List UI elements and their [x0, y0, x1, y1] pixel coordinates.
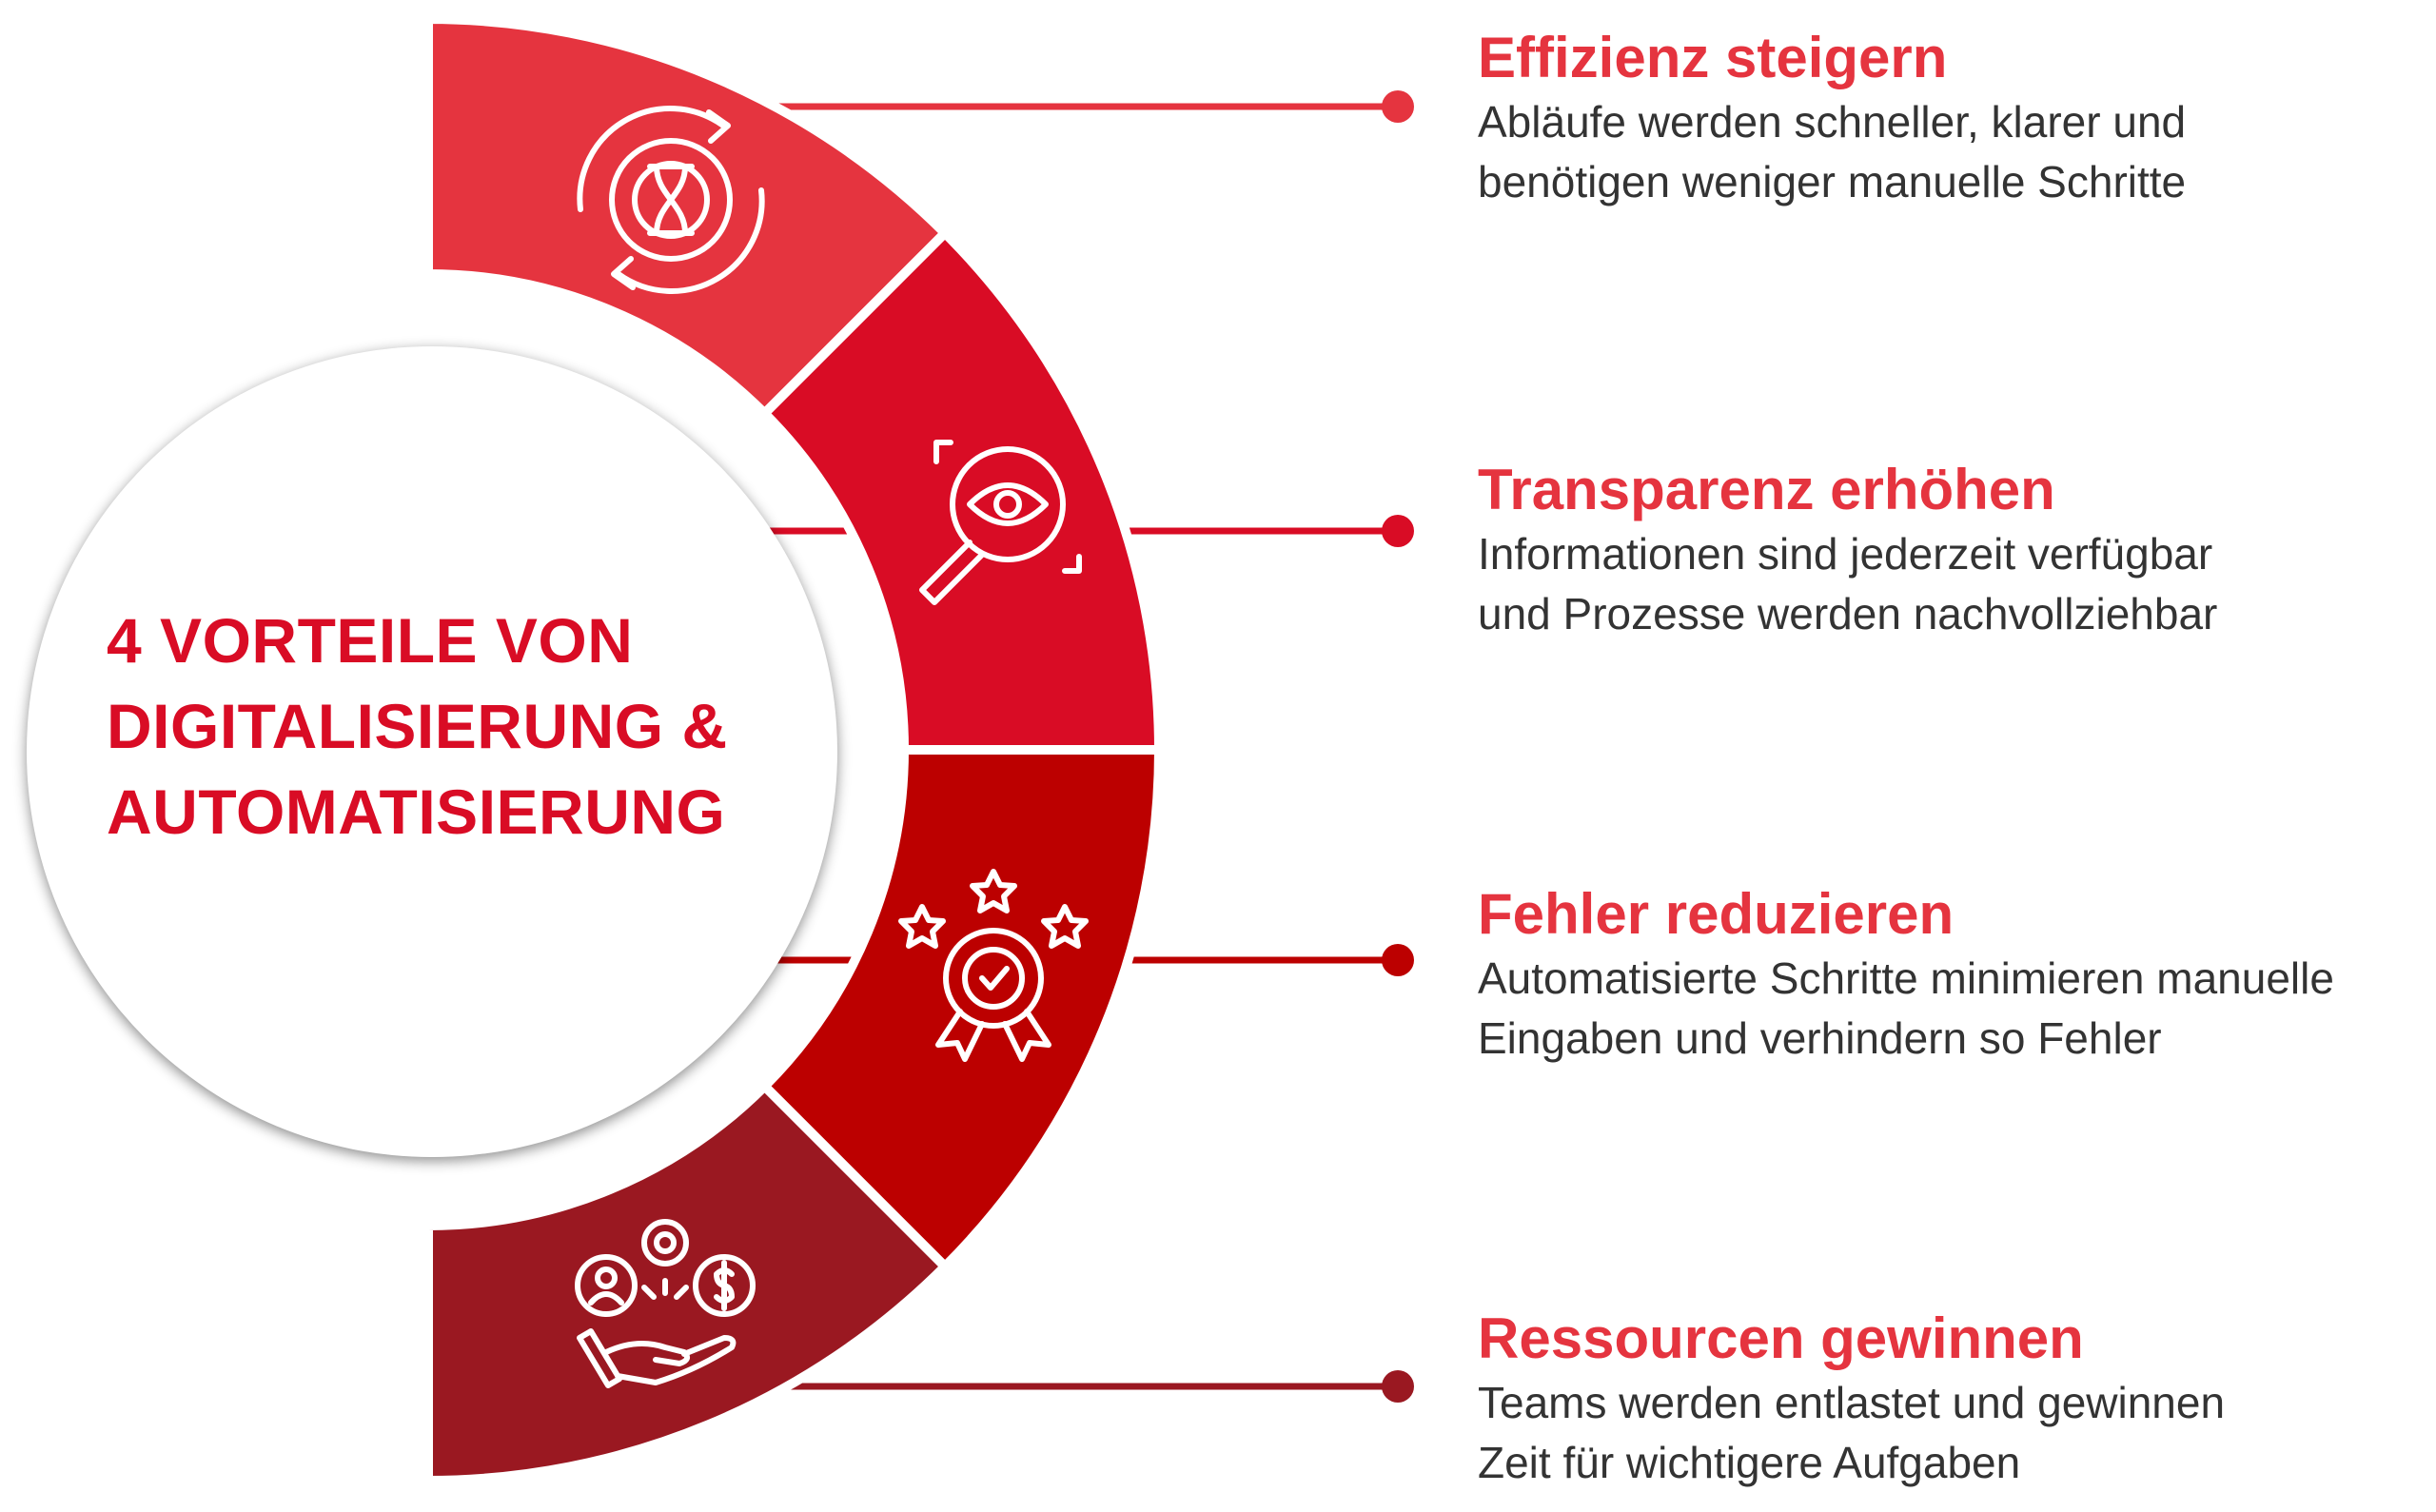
description-line: und Prozesse werden nachvollziehbar [1478, 589, 2218, 638]
hand-resources-icon [575, 1219, 756, 1388]
benefit-errors: Fehler reduzieren Automatisierte Schritt… [1478, 880, 2334, 1069]
benefit-description: Automatisierte Schritte minimieren manue… [1478, 949, 2334, 1069]
ring-segment-transparency [757, 226, 1165, 755]
description-line: Automatisierte Schritte minimieren manue… [1478, 953, 2334, 1003]
ring-segment-efficiency [423, 13, 953, 421]
ring-segment-resources [423, 1079, 953, 1486]
center-title: 4 VORTEILE VON DIGITALISIERUNG & AUTOMAT… [107, 598, 728, 854]
ring-segment-errors [757, 745, 1165, 1274]
title-line: AUTOMATISIERUNG [107, 776, 726, 847]
connector-dot [1382, 944, 1414, 976]
benefit-heading: Fehler reduzieren [1478, 882, 1955, 946]
description-line: Teams werden entlastet und gewinnen [1478, 1378, 2226, 1427]
connector-dot [1382, 515, 1414, 547]
description-line: Zeit für wichtigere Aufgaben [1478, 1438, 2021, 1487]
gear-hourglass-cycle-icon [577, 106, 765, 294]
benefit-description: Informationen sind jederzeit verfügbar un… [1478, 524, 2217, 644]
benefit-efficiency: Effizienz steigern Abläufe werden schnel… [1478, 24, 2186, 212]
benefit-heading: Transparenz erhöhen [1478, 458, 2055, 521]
center-circle [27, 346, 837, 1157]
connector-dot [1382, 1370, 1414, 1403]
benefit-heading: Effizienz steigern [1478, 26, 1948, 89]
benefit-resources: Ressourcen gewinnen Teams werden entlast… [1478, 1305, 2225, 1493]
description-line: benötigen weniger manuelle Schritte [1478, 157, 2187, 206]
description-line: Abläufe werden schneller, klarer und [1478, 97, 2187, 147]
title-line: DIGITALISIERUNG & [107, 691, 728, 761]
description-line: Informationen sind jederzeit verfügbar [1478, 529, 2213, 579]
connector-dot [1382, 90, 1414, 123]
description-line: Eingaben und verhindern so Fehler [1478, 1013, 2162, 1063]
benefit-heading: Ressourcen gewinnen [1478, 1306, 2084, 1370]
benefit-description: Abläufe werden schneller, klarer und benö… [1478, 92, 2186, 212]
magnifier-eye-icon [919, 440, 1082, 605]
title-line: 4 VORTEILE VON [107, 605, 634, 676]
benefit-transparency: Transparenz erhöhen Informationen sind j… [1478, 456, 2217, 644]
award-stars-icon [898, 869, 1089, 1062]
